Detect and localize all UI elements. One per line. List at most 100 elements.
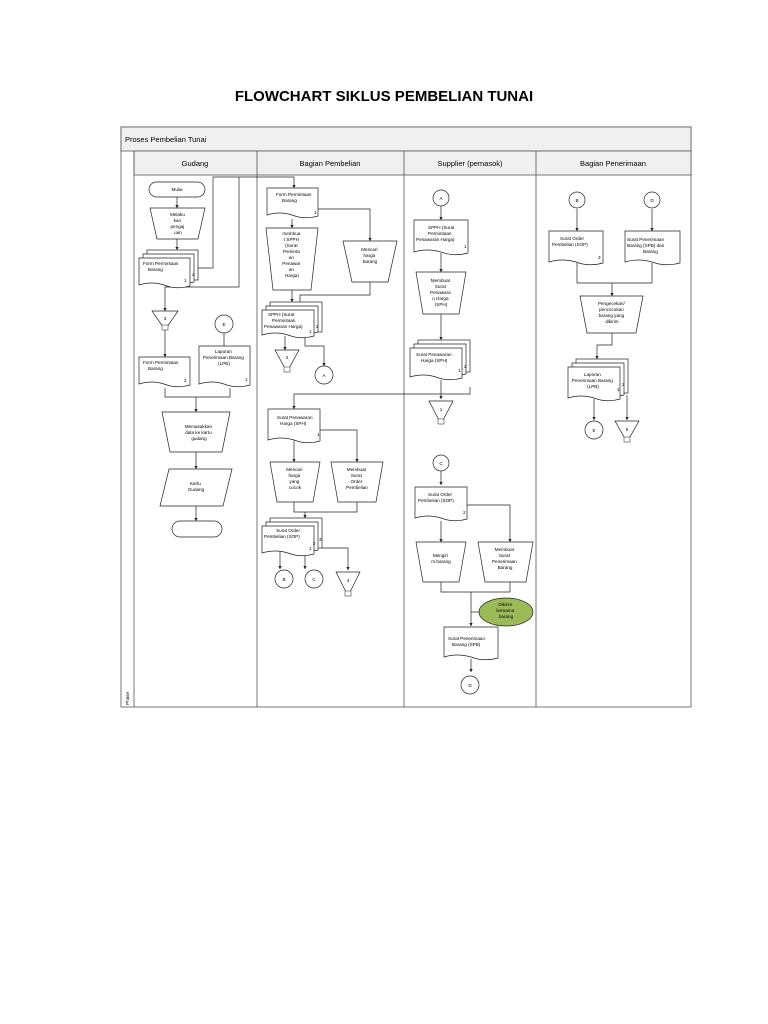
svg-text:1: 1	[245, 377, 248, 382]
connector-a-pembelian: A	[314, 365, 334, 385]
svg-text:Mencari harga yang: Mencari harga yang cocok	[286, 467, 304, 490]
terminator-mulai-label: Mulai	[172, 187, 183, 192]
svg-text:Surat Penerimaan Barang: Surat Penerimaan Barang (SPB) dan Barang	[627, 237, 666, 254]
document-sop-pembelian: Surat Order Pembelian (SOP) 1 2 3	[261, 517, 323, 557]
svg-text:A: A	[322, 373, 326, 378]
connector-c-pembelian: C	[304, 569, 324, 589]
svg-text:4: 4	[347, 578, 350, 583]
connector-b-penerimaan: B	[568, 191, 586, 209]
svg-text:1: 1	[458, 368, 461, 373]
lane-title-bagian-penerimaan: Bagian Penerimaan	[580, 159, 646, 168]
document-spph-pembelian: SPPH (Surat Permintaan Penawaran Harga) …	[261, 301, 323, 339]
manual-op-membuat-sop: Membuat Surat Order Pembelian	[330, 461, 384, 503]
document-sph-supplier: Surat Penawaran Harga (SPH) 1 2	[409, 339, 471, 381]
svg-text:Surat Penawaran Harga (S: Surat Penawaran Harga (SPH)	[277, 415, 314, 426]
svg-text:1: 1	[464, 244, 467, 249]
connector-a-supplier: A	[432, 189, 450, 207]
svg-text:Membuat Surat Pene: Membuat Surat Penerimaan Barang	[492, 547, 518, 570]
svg-text:D: D	[650, 198, 654, 203]
svg-text:Surat Penerimaan Barang: Surat Penerimaan Barang (SPB)	[448, 636, 486, 647]
svg-text:1: 1	[317, 432, 320, 437]
svg-text:Mencari harga bara: Mencari harga barang	[361, 247, 379, 264]
svg-text:Form Permintaan Barang: Form Permintaan Barang	[143, 360, 180, 371]
manual-op-mencari-harga-barang: Mencari harga barang	[342, 240, 398, 283]
svg-text:2: 2	[316, 324, 319, 329]
connector-e-penerimaan: E	[584, 420, 604, 440]
pool-title: Proses Pembelian Tunai	[125, 135, 207, 144]
document-spb-penerimaan: Surat Penerimaan Barang (SPB) dan Barang	[624, 230, 681, 266]
connector-b-pembelian: B	[274, 569, 294, 589]
document-sop-supplier: Surat Order Pembelian (SOP) 2	[414, 486, 468, 522]
connector-d-penerimaan: D	[643, 191, 661, 209]
annotation-dikirim-bersama-barang: Dikirim bersama barang	[478, 597, 534, 627]
svg-text:membua t SPPH (Sur: membua t SPPH (Surat Peminta an Penawar …	[282, 231, 301, 278]
svg-text:Surat Penawaran Harga (S: Surat Penawaran Harga (SPH)	[416, 352, 453, 363]
lane-header-row	[133, 150, 692, 176]
svg-text:SPPH (Surat Permintaan: SPPH (Surat Permintaan Penawaran Harga)	[416, 225, 456, 242]
svg-text:3: 3	[319, 537, 322, 542]
offline-storage-5: 5	[614, 420, 640, 443]
connector-c-supplier: C	[432, 454, 450, 472]
svg-text:Kartu Gudang: Kartu Gudang	[188, 481, 205, 492]
svg-text:Surat Order Pembelian (S: Surat Order Pembelian (SOP)	[418, 492, 454, 503]
svg-text:E: E	[222, 322, 225, 327]
terminator-mulai: Mulai	[148, 181, 206, 198]
connector-e-gudang: E	[214, 314, 234, 334]
svg-text:2: 2	[464, 364, 467, 369]
manual-op-pengecekan-barang: Pengecekan/ pencocokan barang yang dikir…	[579, 295, 644, 334]
data-kartu-gudang: Kartu Gudang	[159, 468, 233, 507]
svg-text:C: C	[312, 577, 316, 582]
svg-text:5: 5	[626, 427, 629, 432]
svg-text:3: 3	[598, 255, 601, 260]
svg-text:1: 1	[617, 387, 620, 392]
manual-op-memasukkan-data: Memasukkan data ke kartu gudang	[161, 411, 231, 453]
lane-title-bagian-pembelian: Bagian Pembelian	[300, 159, 361, 168]
document-form-permintaan-barang-pembelian: Form Permintaan Barang 1	[266, 187, 319, 219]
offline-storage-4: 4	[335, 571, 361, 597]
pool-header	[120, 126, 692, 152]
svg-text:Membuat Surat Pena: Membuat Surat Penawara n Harga (SPH)	[430, 278, 452, 307]
svg-text:Membuat Surat Orde: Membuat Surat Order Pembelian	[346, 467, 368, 490]
svg-text:B: B	[575, 198, 578, 203]
lane-title-gudang: Gudang	[182, 159, 209, 168]
svg-text:D: D	[468, 683, 472, 688]
svg-text:3: 3	[164, 316, 167, 321]
document-spph-supplier: SPPH (Surat Permintaan Penawaran Harga) …	[413, 219, 469, 256]
terminator-selesai	[171, 520, 223, 538]
connector-d-supplier: D	[460, 675, 480, 695]
svg-text:1: 1	[314, 210, 317, 215]
manual-op-membuat-spb: Membuat Surat Penerimaan Barang	[477, 541, 534, 583]
svg-text:C: C	[439, 461, 443, 466]
offline-storage-1: 1	[428, 400, 454, 425]
svg-text:1: 1	[440, 407, 443, 412]
svg-text:Mengiri m barang: Mengiri m barang	[431, 553, 451, 564]
svg-text:Dikirim bersama ba: Dikirim bersama barang	[496, 602, 515, 619]
svg-text:2: 2	[286, 355, 289, 360]
manual-op-melakukan-pengajuan: Melaku kan pengaj uan	[149, 207, 206, 240]
document-form-permintaan-barang-2: Form Permintaan Barang 2	[138, 356, 191, 388]
svg-text:Laporan Penerimaan Baran: Laporan Penerimaan Barang (LPB)	[572, 372, 614, 389]
svg-text:Laporan Penerimaan Baran: Laporan Penerimaan Barang (LPB)	[203, 349, 245, 366]
svg-text:1: 1	[184, 278, 187, 283]
page-title: FLOWCHART SIKLUS PEMBELIAN TUNAI	[234, 88, 534, 105]
offline-storage-2: 2	[274, 349, 300, 373]
svg-text:1: 1	[309, 329, 312, 334]
svg-text:2: 2	[192, 272, 195, 277]
lane-title-supplier: Supplier (pemasok)	[437, 159, 503, 168]
manual-op-membuat-sph: Membuat Surat Penawara n Harga (SPH)	[415, 271, 467, 315]
manual-op-membuat-spph: membua t SPPH (Surat Peminta an Penawar …	[265, 227, 319, 291]
svg-text:Form Permintaan Barang: Form Permintaan Barang	[276, 192, 313, 203]
svg-text:A: A	[439, 196, 443, 201]
svg-text:Surat Order Pembelian (S: Surat Order Pembelian (SOP)	[552, 236, 588, 247]
document-form-permintaan-barang: Form Permintaan Barang 1 2	[138, 249, 199, 289]
document-sph-pembelian: Surat Penawaran Harga (SPH) 1	[267, 408, 321, 444]
document-lpb-penerimaan: Laporan Penerimaan Barang (LPB) 1 2	[567, 358, 629, 402]
manual-op-mengirim-barang: Mengiri m barang	[415, 541, 467, 583]
svg-text:B: B	[282, 577, 285, 582]
svg-text:2: 2	[313, 541, 316, 546]
connector-lines	[163, 176, 654, 673]
svg-text:1: 1	[309, 546, 312, 551]
svg-text:Form Permintaan Barang: Form Permintaan Barang	[143, 261, 180, 272]
offline-storage-3: 3	[151, 310, 179, 331]
